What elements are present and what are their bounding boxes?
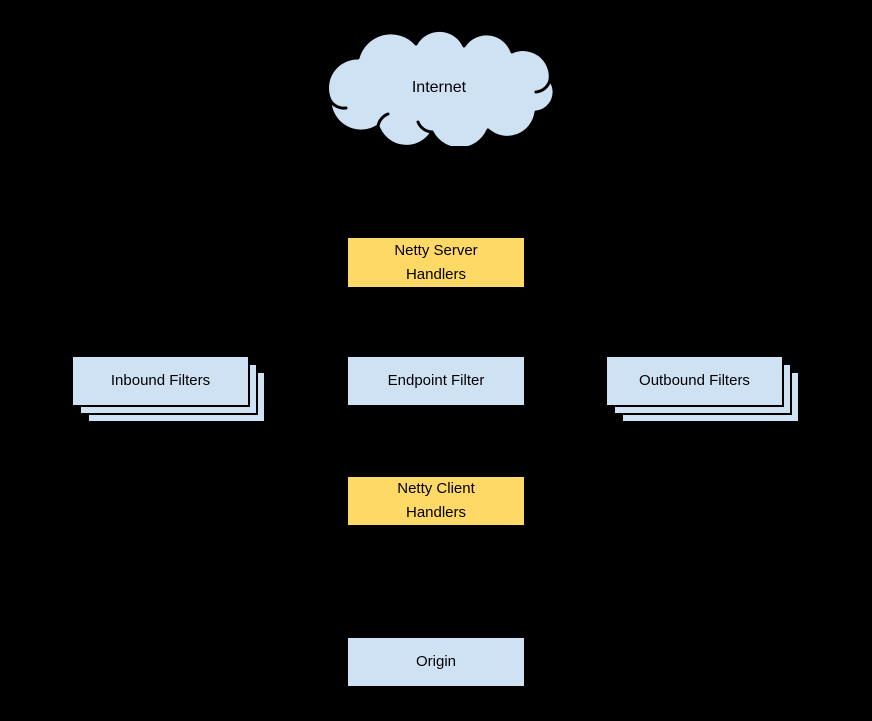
internet-label: Internet	[411, 79, 467, 96]
node-inbound-filters-label: Inbound Filters	[110, 372, 211, 389]
node-outbound-filters-label: Outbound Filters	[639, 372, 750, 389]
node-origin-label: Origin	[415, 653, 456, 670]
node-origin: Origin	[346, 636, 526, 688]
internet-cloud-node: Internet	[312, 28, 566, 146]
node-inbound-filters: Inbound Filters	[71, 355, 250, 407]
node-netty-server-handlers: Netty Server Handlers	[346, 236, 526, 289]
node-netty-client-handlers-label: Netty Client Handlers	[397, 480, 475, 521]
cloud-icon	[326, 28, 556, 146]
node-endpoint-filter-label: Endpoint Filter	[387, 372, 485, 389]
node-netty-client-handlers: Netty Client Handlers	[346, 475, 526, 527]
node-netty-server-handlers-label: Netty Server Handlers	[394, 241, 478, 283]
node-endpoint-filter: Endpoint Filter	[346, 355, 526, 407]
node-outbound-filters: Outbound Filters	[605, 355, 784, 407]
